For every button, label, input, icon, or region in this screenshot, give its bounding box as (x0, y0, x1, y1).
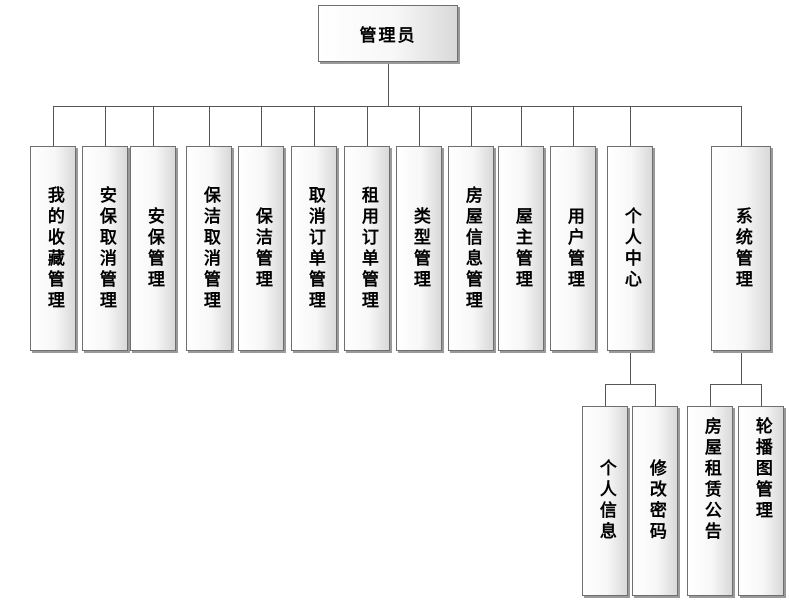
connector-personal-center-down (630, 351, 631, 384)
node-personal-info[interactable]: 个人信息 (582, 406, 628, 596)
connector-rent-order (367, 106, 368, 146)
node-rent-order-management[interactable]: 租用订单管理 (344, 146, 390, 351)
connector-favorites (53, 106, 54, 146)
connector-personal-center-bus (605, 384, 655, 385)
connector-cleaning-cancel (209, 106, 210, 146)
connector-change-password (655, 384, 656, 406)
node-label: 我的收藏管理 (43, 185, 64, 312)
node-rental-notice[interactable]: 房屋租赁公告 (687, 406, 733, 596)
node-cancel-order-management[interactable]: 取消订单管理 (291, 146, 337, 351)
node-security-cancel-management[interactable]: 安保取消管理 (82, 146, 128, 351)
connector-cleaning (261, 106, 262, 146)
connector-system-bus (710, 384, 762, 385)
node-label: 保洁管理 (251, 206, 272, 291)
node-carousel-management[interactable]: 轮播图管理 (738, 406, 784, 596)
node-system-management[interactable]: 系统管理 (711, 146, 771, 351)
node-cleaning-cancel-management[interactable]: 保洁取消管理 (186, 146, 232, 351)
node-label: 类型管理 (409, 206, 430, 291)
node-label: 房屋信息管理 (461, 185, 482, 312)
node-label: 管理员 (359, 26, 417, 46)
node-label: 用户管理 (563, 206, 584, 291)
connector-rental-notice (710, 384, 711, 406)
node-label: 房屋租赁公告 (700, 417, 721, 543)
connector-type (419, 106, 420, 146)
node-type-management[interactable]: 类型管理 (396, 146, 442, 351)
node-label: 取消订单管理 (304, 185, 325, 312)
node-label: 安保管理 (143, 206, 164, 291)
node-security-management[interactable]: 安保管理 (130, 146, 176, 351)
node-label: 保洁取消管理 (199, 185, 220, 312)
connector-personal-info (605, 384, 606, 406)
node-label: 屋主管理 (511, 206, 532, 291)
connector-security (153, 106, 154, 146)
node-label: 系统管理 (731, 206, 752, 291)
connector-house-info (471, 106, 472, 146)
node-house-info-management[interactable]: 房屋信息管理 (448, 146, 494, 351)
node-label: 轮播图管理 (751, 417, 772, 522)
node-label: 个人中心 (620, 206, 641, 291)
connector-landlord (521, 106, 522, 146)
connector-root-down (388, 62, 389, 106)
connector-personal-center (630, 106, 631, 146)
node-change-password[interactable]: 修改密码 (632, 406, 678, 596)
node-label: 租用订单管理 (357, 185, 378, 312)
connector-system-down (741, 351, 742, 384)
node-cleaning-management[interactable]: 保洁管理 (238, 146, 284, 351)
connector-user (573, 106, 574, 146)
node-user-management[interactable]: 用户管理 (550, 146, 596, 351)
node-personal-center[interactable]: 个人中心 (607, 146, 653, 351)
node-admin[interactable]: 管理员 (318, 5, 458, 62)
node-label: 个人信息 (595, 459, 616, 543)
node-label: 修改密码 (645, 459, 666, 543)
node-landlord-management[interactable]: 屋主管理 (498, 146, 544, 351)
connector-cancel-order (314, 106, 315, 146)
connector-carousel (761, 384, 762, 406)
node-label: 安保取消管理 (95, 185, 116, 312)
node-favorites-management[interactable]: 我的收藏管理 (30, 146, 76, 351)
connector-security-cancel (105, 106, 106, 146)
connector-system (741, 106, 742, 146)
connector-main-bus (53, 106, 741, 107)
